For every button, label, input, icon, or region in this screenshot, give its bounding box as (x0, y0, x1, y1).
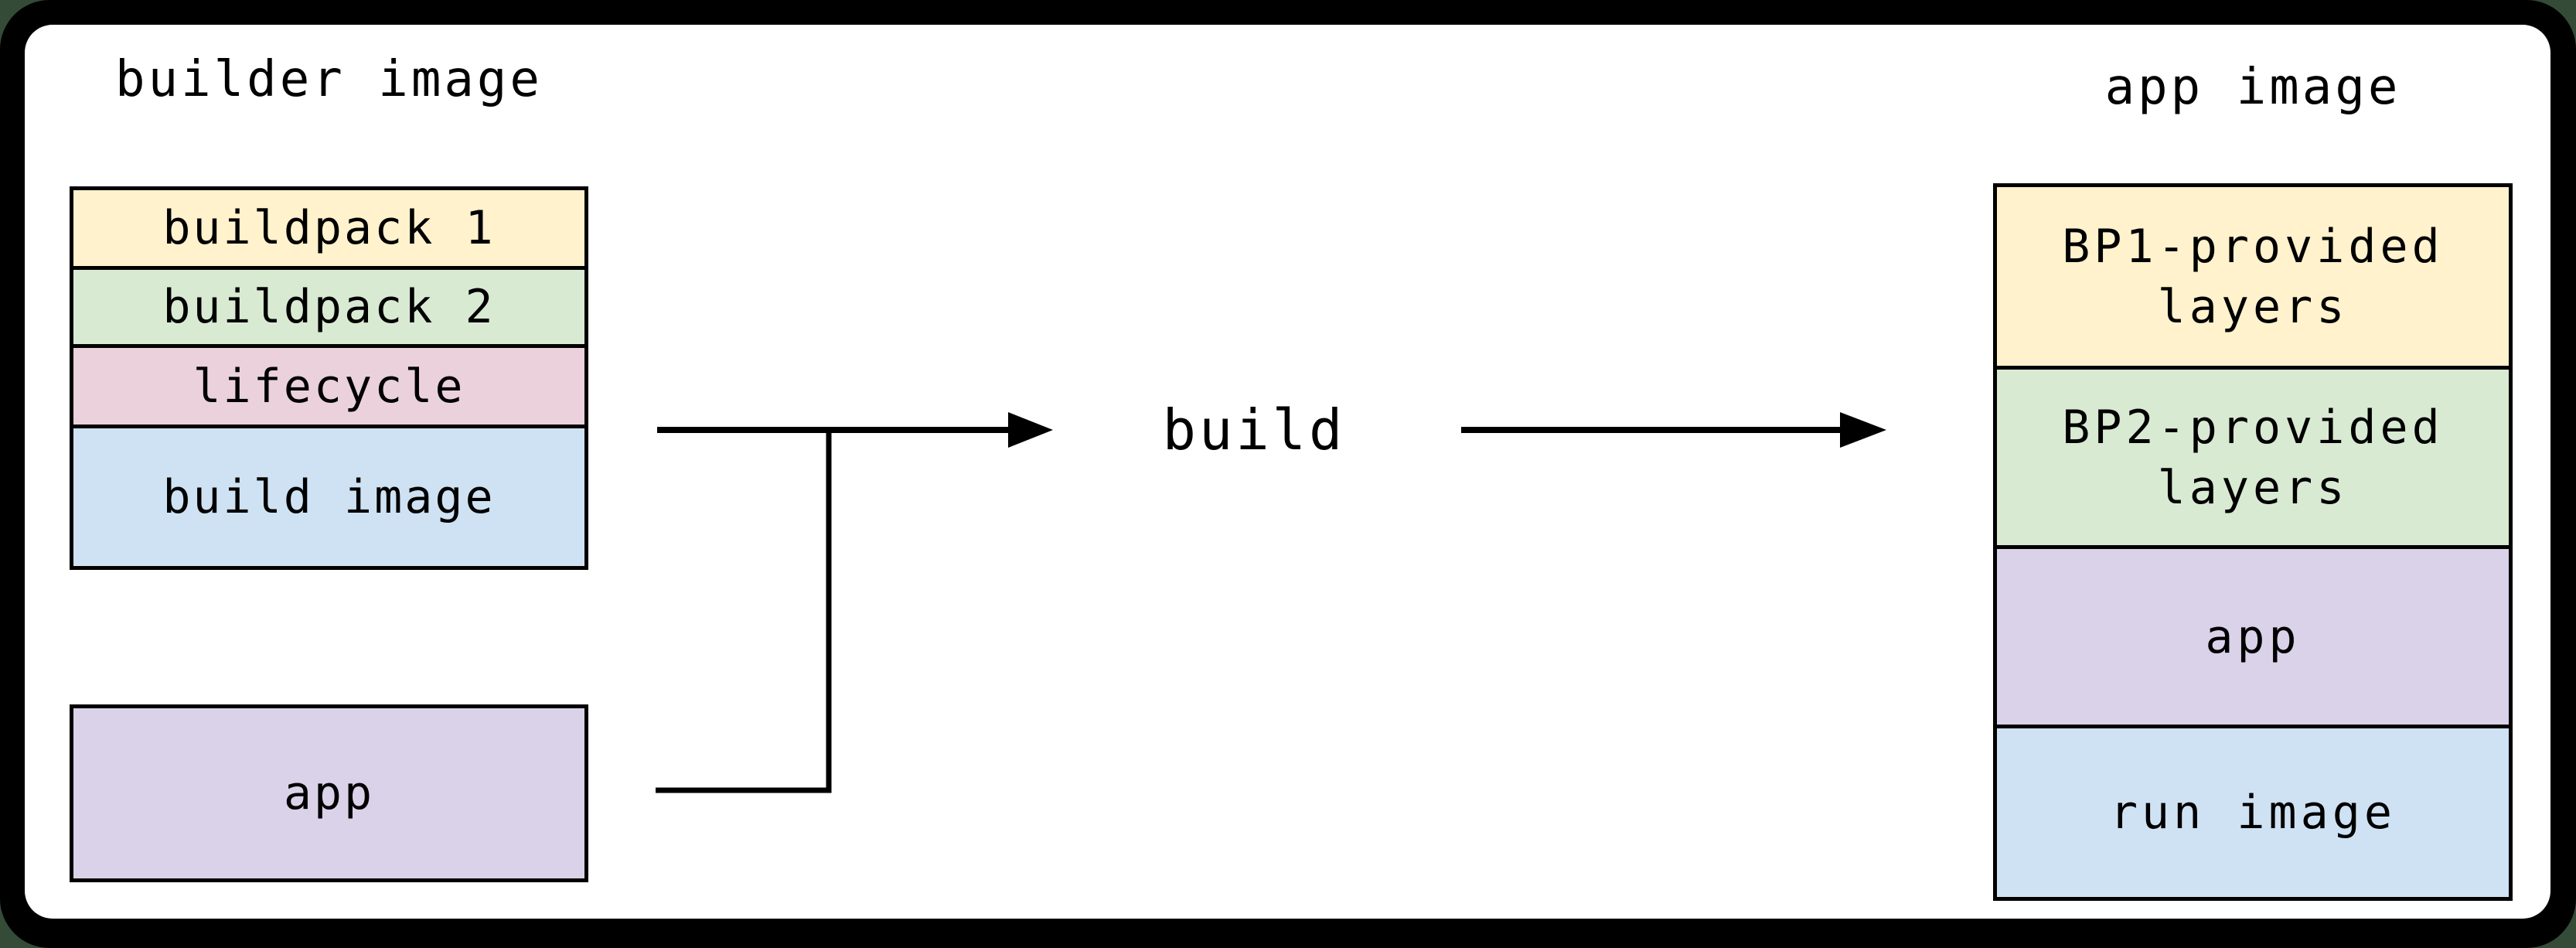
app-image-stack: BP1-provided layers BP2-provided layers … (1993, 183, 2513, 901)
build-image-box: build image (73, 428, 584, 566)
build-image-label: build image (162, 470, 496, 524)
row-divider (1997, 545, 2509, 549)
builder-image-title: builder image (115, 51, 543, 108)
row-divider (73, 425, 584, 428)
app-image-title: app image (2104, 59, 2401, 116)
run-image-box: run image (1997, 728, 2509, 897)
buildpack-2-box: buildpack 2 (73, 270, 584, 344)
bp2-provided-layers-label: BP2-provided layers (2062, 400, 2444, 515)
buildpack-1-box: buildpack 1 (73, 190, 584, 266)
builder-stack: buildpack 1 buildpack 2 lifecycle build … (70, 186, 588, 570)
row-divider (1997, 366, 2509, 370)
app-layer-label: app (2205, 609, 2301, 664)
app-layer-box: app (1997, 549, 2509, 725)
lifecycle-label: lifecycle (193, 359, 465, 414)
run-image-label: run image (2109, 786, 2397, 840)
bp1-provided-layers-box: BP1-provided layers (1997, 187, 2509, 366)
app-source-box: app (70, 704, 588, 882)
row-divider (1997, 725, 2509, 728)
app-source-label: app (283, 766, 375, 820)
bp2-provided-layers-box: BP2-provided layers (1997, 370, 2509, 545)
lifecycle-box: lifecycle (73, 348, 584, 425)
bp1-provided-layers-label: BP1-provided layers (2062, 219, 2444, 334)
row-divider (73, 266, 584, 270)
buildpack-1-label: buildpack 1 (162, 201, 496, 255)
build-step-label: build (1162, 397, 1346, 462)
buildpack-2-label: buildpack 2 (162, 280, 496, 334)
row-divider (73, 344, 584, 348)
